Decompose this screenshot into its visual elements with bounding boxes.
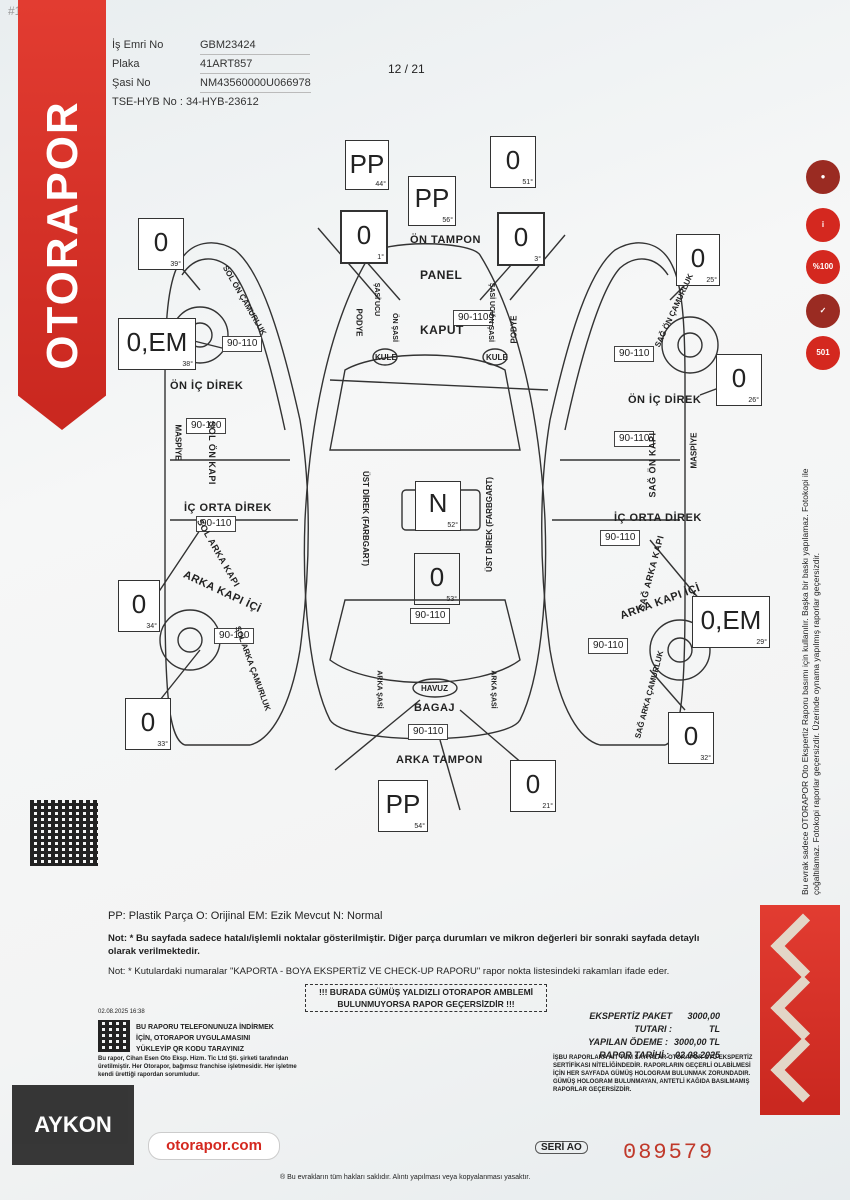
aykon-watermark: AYKON <box>12 1085 134 1165</box>
part-sasi-ucu-left: ŞASİ UCU <box>373 282 381 317</box>
micron-tag: 90-110 <box>614 346 655 362</box>
header-fields: İş Emri No GBM23424 Plaka 41ART857 Şasi No… <box>112 36 311 111</box>
legend: PP: Plastik Parça O: Orijinal EM: Ezik M… <box>108 910 383 922</box>
micron-tag: 90-110 <box>410 608 451 624</box>
tse-label: TSE-HYB No : <box>112 96 183 108</box>
is-emri-label: İş Emri No <box>112 39 164 51</box>
qr-instructions: BU RAPORU TELEFONUNUZA İNDİRMEK İÇİN, OT… <box>136 1024 274 1053</box>
part-arka-sasi-left: ARKA ŞASİ <box>375 670 383 709</box>
plaka-value: 41ART857 <box>200 55 310 74</box>
paket-value: 3000,00 TL <box>687 1011 720 1034</box>
part-arka-tampon: ARKA TAMPON <box>396 754 483 766</box>
part-ic-orta-direk-right: İÇ ORTA DİREK <box>614 512 702 524</box>
part-on-tampon: ÖN TAMPON <box>410 234 481 246</box>
micron-tag: 90-110 <box>614 431 655 447</box>
note-2: Not: * Kutulardaki numaralar "KAPORTA - … <box>108 966 670 977</box>
part-on-sasi-right: ÖN ŞASİ <box>486 313 494 342</box>
part-on-ic-direk-right: ÖN İÇ DİREK <box>628 394 702 406</box>
part-ic-orta-direk-left: İÇ ORTA DİREK <box>184 502 272 514</box>
part-havuz: HAVUZ <box>421 684 448 693</box>
page-number: 12 / 21 <box>388 62 425 76</box>
paket-label: EKSPERTİZ PAKET TUTARI : <box>589 1011 673 1034</box>
micron-tag: 90-110 <box>214 628 255 644</box>
sasi-label: Şasi No <box>112 77 151 89</box>
part-bagaj: BAGAJ <box>414 702 456 714</box>
badge-100-icon: %100 <box>806 250 840 284</box>
car-diagram <box>149 227 741 811</box>
chevron-icon <box>770 913 836 979</box>
part-sag-on-kapi: SAĞ ÖN KAPI <box>647 432 658 498</box>
qr-code-large[interactable] <box>30 800 98 866</box>
part-sol-on-kapi: SOL ÖN KAPI <box>206 421 217 485</box>
note-1: Not: * Bu sayfada sadece hatalı/işlemli … <box>108 933 700 957</box>
footer-url[interactable]: otorapor.com <box>148 1132 280 1160</box>
part-maspiye-right: MASPİYE <box>689 432 699 469</box>
brand-band: OTORAPOR <box>18 0 106 430</box>
part-podye-left: PODYE <box>354 308 364 337</box>
seri-label: SERİ AO <box>535 1141 588 1154</box>
micron-tag: 90-110 <box>408 724 449 740</box>
serial-number: 089579 <box>623 1140 715 1165</box>
chevron-icon <box>770 975 836 1041</box>
sasi-value: NM43560000U066978 <box>200 74 311 93</box>
badge-501-icon: 501 <box>806 336 840 370</box>
odeme-label: YAPILAN ÖDEME : <box>588 1037 668 1047</box>
tarih-value: 02.08.2025 <box>674 1050 720 1060</box>
badge-brand-icon: ● <box>806 160 840 194</box>
part-ust-direk-left: ÜST DİREK (FARBGART) <box>361 470 371 567</box>
right-vertical-note: Bu evrak sadece OTORAPOR Oto Ekspertiz R… <box>800 468 821 895</box>
part-kule-right: KULE <box>486 353 508 362</box>
decor-band <box>760 905 840 1115</box>
badge-info-icon: i <box>806 208 840 242</box>
franchise-text: Bu rapor, Cihan Esen Oto Eksp. Hizm. Tic… <box>98 1056 297 1078</box>
tarih-label: RAPOR TARİHİ : <box>599 1050 669 1060</box>
payment-table: EKSPERTİZ PAKET TUTARI :3000,00 TL YAPIL… <box>560 1010 720 1062</box>
micron-tag: 90-110 <box>222 336 263 352</box>
part-ust-direk-right: ÜST DİREK (FARBGART) <box>485 476 495 573</box>
micron-tag: 90-110 <box>588 638 629 654</box>
qr-code-small[interactable] <box>98 1020 130 1052</box>
part-on-sasi-left: ÖN ŞASİ <box>390 313 398 342</box>
part-panel: PANEL <box>420 268 463 282</box>
part-sasi-ucu-right: ŞASİ UCU <box>488 282 496 317</box>
is-emri-value: GBM23424 <box>200 36 310 55</box>
part-kule-left: KULE <box>375 353 397 362</box>
tse-value: 34-HYB-23612 <box>185 96 259 108</box>
badge-check-icon: ✓ <box>806 294 840 328</box>
chevron-icon <box>770 1037 836 1103</box>
part-podye-right: PODYE <box>509 315 519 344</box>
hologram-warning: !!! BURADA GÜMÜŞ YALDIZLI OTORAPOR AMBLE… <box>305 984 547 1012</box>
micron-tag: 90-110 <box>600 530 641 546</box>
part-kaput: KAPUT <box>420 323 464 337</box>
plaka-label: Plaka <box>112 58 140 70</box>
micron-tag: 90-110 <box>453 310 494 326</box>
part-arka-sasi-right: ARKA ŞASİ <box>489 670 497 709</box>
timestamp: 02.08.2025 16:38 <box>98 1009 145 1015</box>
part-maspiye-left: MASPİYE <box>173 424 183 461</box>
copyright: ® Bu evrakların tüm hakları saklıdır. Al… <box>280 1174 531 1181</box>
payment-note: İŞBU RAPORLARA AİT TÜM SAYFALAR OTORAPOR… <box>553 1055 753 1093</box>
part-on-ic-direk-left: ÖN İÇ DİREK <box>170 380 244 392</box>
micron-tag: 90-110 <box>186 418 227 434</box>
odeme-value: 3000,00 TL <box>673 1037 720 1047</box>
micron-tag: 90-110 <box>196 516 237 532</box>
